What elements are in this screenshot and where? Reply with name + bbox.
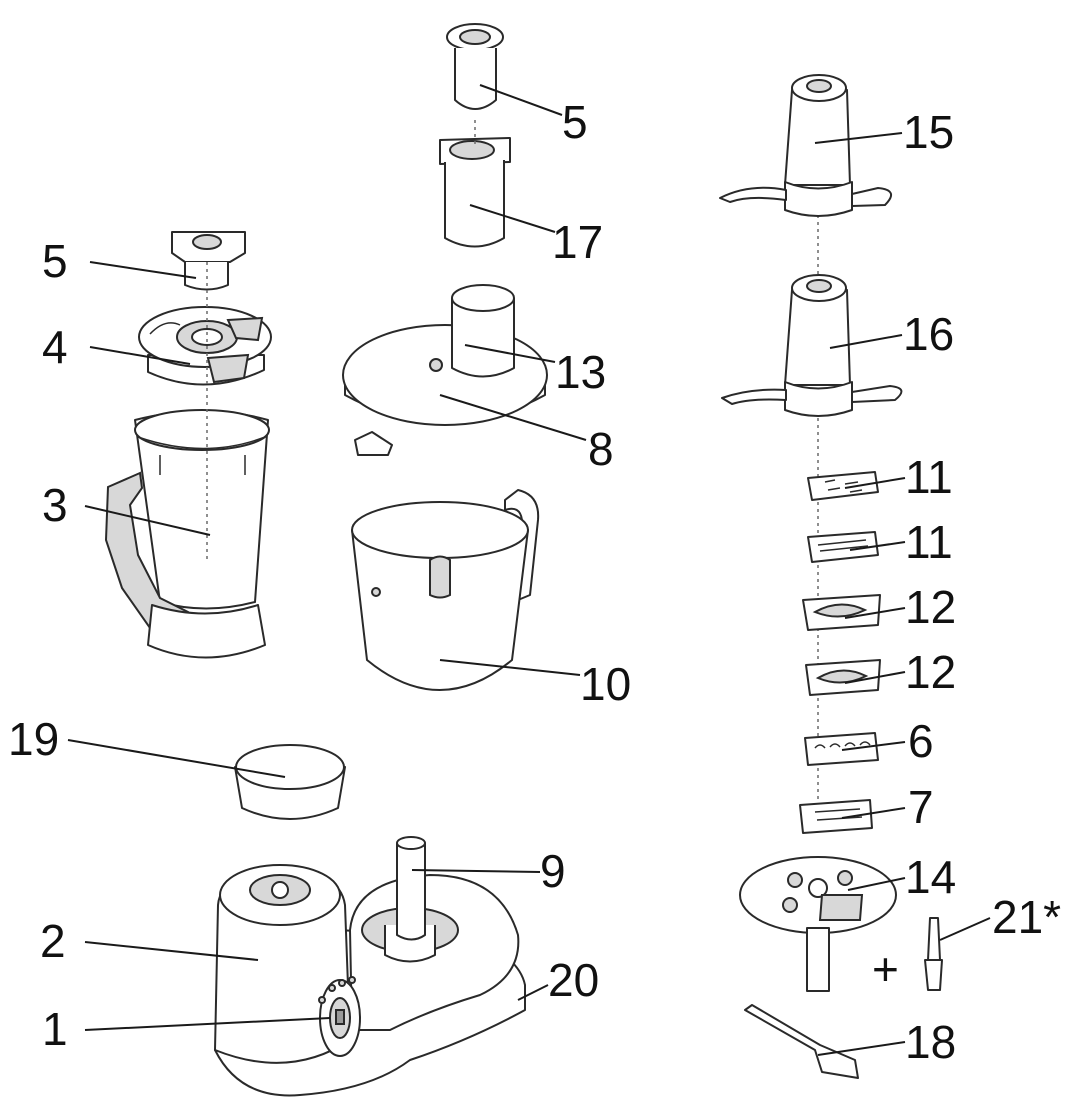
slicing-insert-12b <box>805 659 881 696</box>
julienne-insert-7 <box>799 799 873 834</box>
callout-20: 20 <box>548 954 599 1006</box>
shredding-insert-11a <box>807 471 879 501</box>
chopping-blade-16 <box>721 274 903 417</box>
callout-12-a: 12 <box>905 581 956 633</box>
callout-17: 17 <box>552 216 603 268</box>
callout-13: 13 <box>555 346 606 398</box>
feed-pusher-5 <box>446 23 504 110</box>
bowl-lid-8 <box>342 324 548 456</box>
callout-19: 19 <box>8 713 59 765</box>
spatula-18 <box>744 1004 859 1079</box>
processor-bowl-10 <box>351 489 540 691</box>
callout-8: 8 <box>588 423 614 475</box>
callout-15: 15 <box>903 106 954 158</box>
callout-5-blender: 5 <box>42 235 68 287</box>
leader-lines <box>67 84 991 1056</box>
callout-11-a: 11 <box>905 451 953 503</box>
callout-2: 2 <box>40 915 66 967</box>
callout-14: 14 <box>905 851 956 903</box>
feed-tube-13 <box>451 284 515 378</box>
dust-cap-19 <box>234 744 346 820</box>
plus-sign: + <box>872 943 899 995</box>
callout-6: 6 <box>908 715 934 767</box>
callout-3: 3 <box>42 479 68 531</box>
blender-pusher-5 <box>171 231 246 291</box>
chopping-blade-15 <box>719 74 893 217</box>
spindle-9 <box>361 836 459 963</box>
callout-4: 4 <box>42 321 68 373</box>
motor-base-2 <box>214 864 526 1097</box>
feed-pusher-17 <box>439 137 511 248</box>
blender-lid-4 <box>138 306 272 386</box>
callout-12-b: 12 <box>905 646 956 698</box>
callout-5-processor: 5 <box>562 96 588 148</box>
callout-10: 10 <box>580 658 631 710</box>
callout-16: 16 <box>903 308 954 360</box>
callout-7: 7 <box>908 781 934 833</box>
callout-9: 9 <box>540 845 566 897</box>
disc-holder-14 <box>739 856 897 992</box>
callout-21: 21* <box>992 891 1061 943</box>
callout-11-b: 11 <box>905 516 953 568</box>
callout-1: 1 <box>42 1003 68 1055</box>
slicing-insert-12a <box>802 594 881 631</box>
stem-21 <box>924 917 943 991</box>
callout-18: 18 <box>905 1016 956 1068</box>
shredding-insert-11b <box>807 531 879 563</box>
grating-insert-6 <box>804 732 879 766</box>
blender-jug-3 <box>104 409 270 659</box>
control-knob-1[interactable] <box>318 976 361 1057</box>
